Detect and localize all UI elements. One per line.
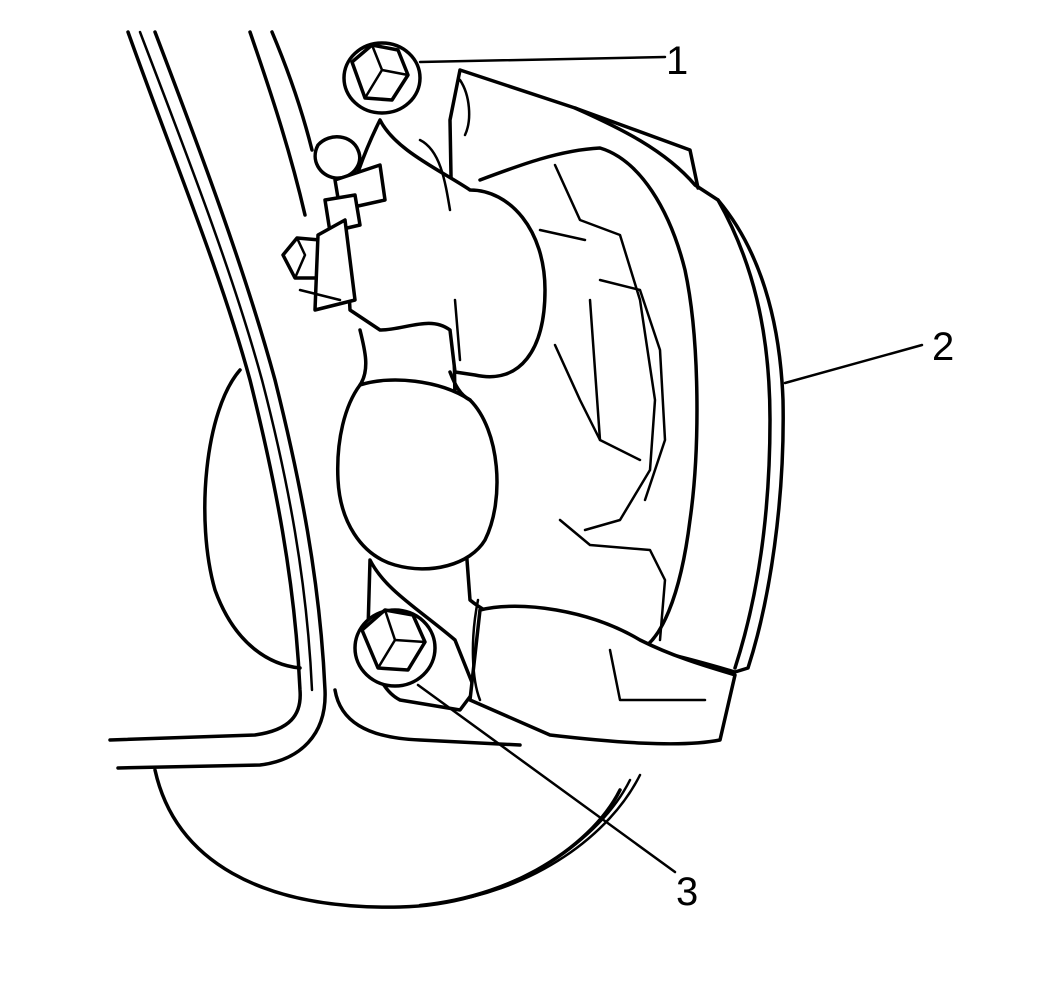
callout-2: 2 — [932, 325, 954, 369]
bleeder-fitting — [313, 135, 387, 234]
leader-line-1 — [418, 55, 667, 64]
leader-line-2 — [783, 343, 924, 385]
upper-caliper-bolt — [342, 41, 422, 115]
callout-1: 1 — [666, 39, 688, 83]
leader-lines — [416, 55, 924, 874]
hose-bolt — [281, 218, 357, 312]
leader-line-3 — [416, 683, 677, 874]
steering-knuckle — [108, 30, 522, 770]
brake-rotor — [153, 368, 642, 909]
lower-caliper-bolt — [353, 608, 437, 688]
callout-3: 3 — [676, 870, 698, 914]
